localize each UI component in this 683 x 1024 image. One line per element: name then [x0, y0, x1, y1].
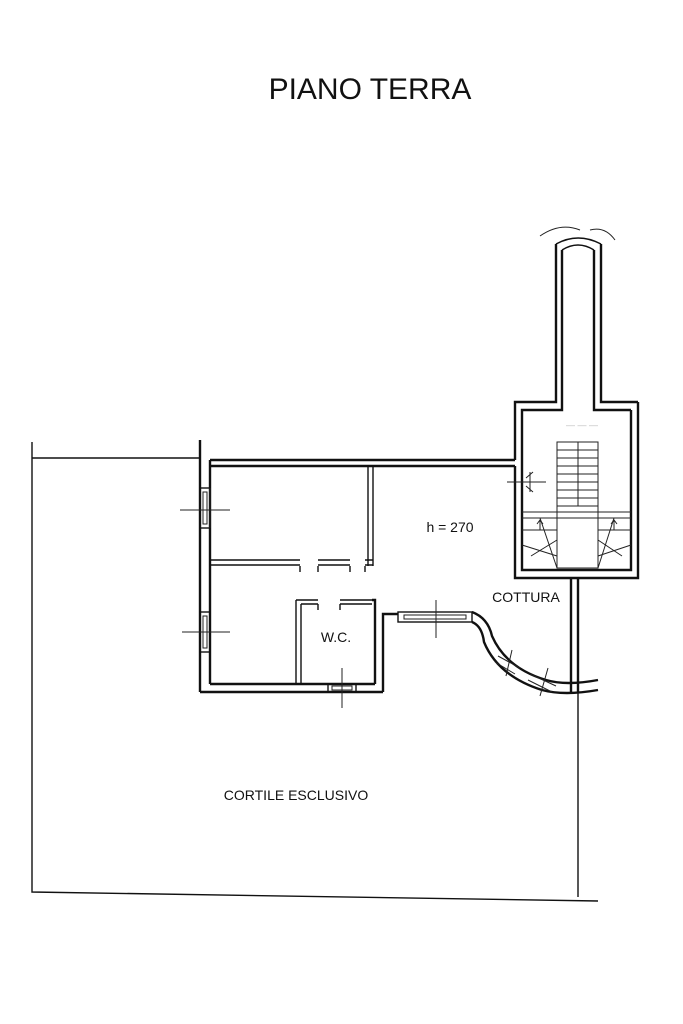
interior-walls: [210, 466, 374, 684]
room-label-courtyard: CORTILE ESCLUSIVO: [224, 787, 369, 803]
staircase: [521, 441, 632, 569]
room-label-wc: W.C.: [321, 629, 351, 645]
svg-text:— — —: — — —: [566, 420, 598, 430]
window-wc: [327, 668, 357, 708]
room-label-kitchen: COTTURA: [492, 589, 560, 605]
courtyard-outline: [31, 442, 599, 902]
window-left-upper: [180, 487, 230, 529]
window-kitchen: [397, 600, 473, 638]
window-left-lower: [182, 611, 230, 653]
curved-wall: [471, 610, 599, 697]
height-label: h = 270: [426, 519, 473, 535]
stair-door: [507, 471, 546, 493]
plan-title: PIANO TERRA: [269, 73, 472, 106]
exterior-walls: [198, 440, 515, 694]
stair-tower: — — —: [513, 226, 640, 692]
